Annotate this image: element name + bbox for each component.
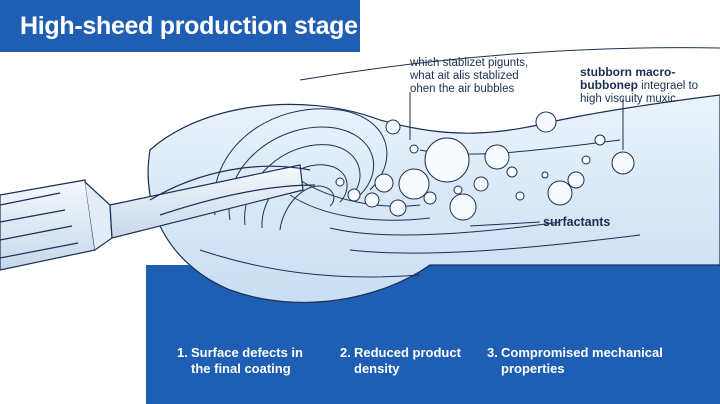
consequence-number: 1. bbox=[177, 345, 188, 360]
annotation-line: which stablizet pigunts, bbox=[410, 57, 529, 69]
annotation-bold-word: bubbonep bbox=[580, 78, 638, 92]
leader-lines bbox=[409, 92, 624, 227]
annotation-macrobubble-note: stubborn macro- bubbonep integrael to hi… bbox=[580, 66, 698, 106]
surfactants-label: surfactants bbox=[543, 215, 611, 229]
page-title: High-sheed production stage bbox=[0, 0, 360, 52]
container-outline bbox=[299, 47, 720, 81]
consequence-line: density bbox=[354, 361, 400, 376]
consequence-line: Reduced product bbox=[354, 345, 461, 360]
consequence-number: 2. bbox=[340, 345, 351, 360]
annotation-line: bubbonep integrael to bbox=[580, 79, 698, 93]
air-bubbles bbox=[335, 111, 635, 221]
mixer-shaft bbox=[0, 164, 316, 271]
consequence-item: 1.Surface defects in the final coating bbox=[177, 345, 327, 377]
annotation-line: stubborn macro- bbox=[580, 65, 676, 79]
consequence-line: Compromised mechanical bbox=[501, 345, 663, 360]
annotation-line: what ait alis stablized bbox=[410, 70, 519, 82]
consequence-line: properties bbox=[501, 361, 565, 376]
annotation-pigment-note: which stablizet pigunts, what ait alis s… bbox=[410, 57, 528, 96]
consequence-line: the final coating bbox=[191, 361, 291, 376]
consequence-item: 2.Reduced product density bbox=[340, 345, 480, 377]
annotation-line: high viscuity muxic bbox=[580, 93, 676, 105]
vortex-lines bbox=[199, 108, 641, 278]
annotation-line: ohen the air bubbles bbox=[410, 83, 515, 95]
consequence-number: 3. bbox=[487, 345, 498, 360]
consequence-item: 3.Compromised mechanical properties bbox=[487, 345, 687, 377]
consequence-line: Surface defects in bbox=[191, 345, 303, 360]
annotation-rest: integrael to bbox=[637, 80, 699, 92]
